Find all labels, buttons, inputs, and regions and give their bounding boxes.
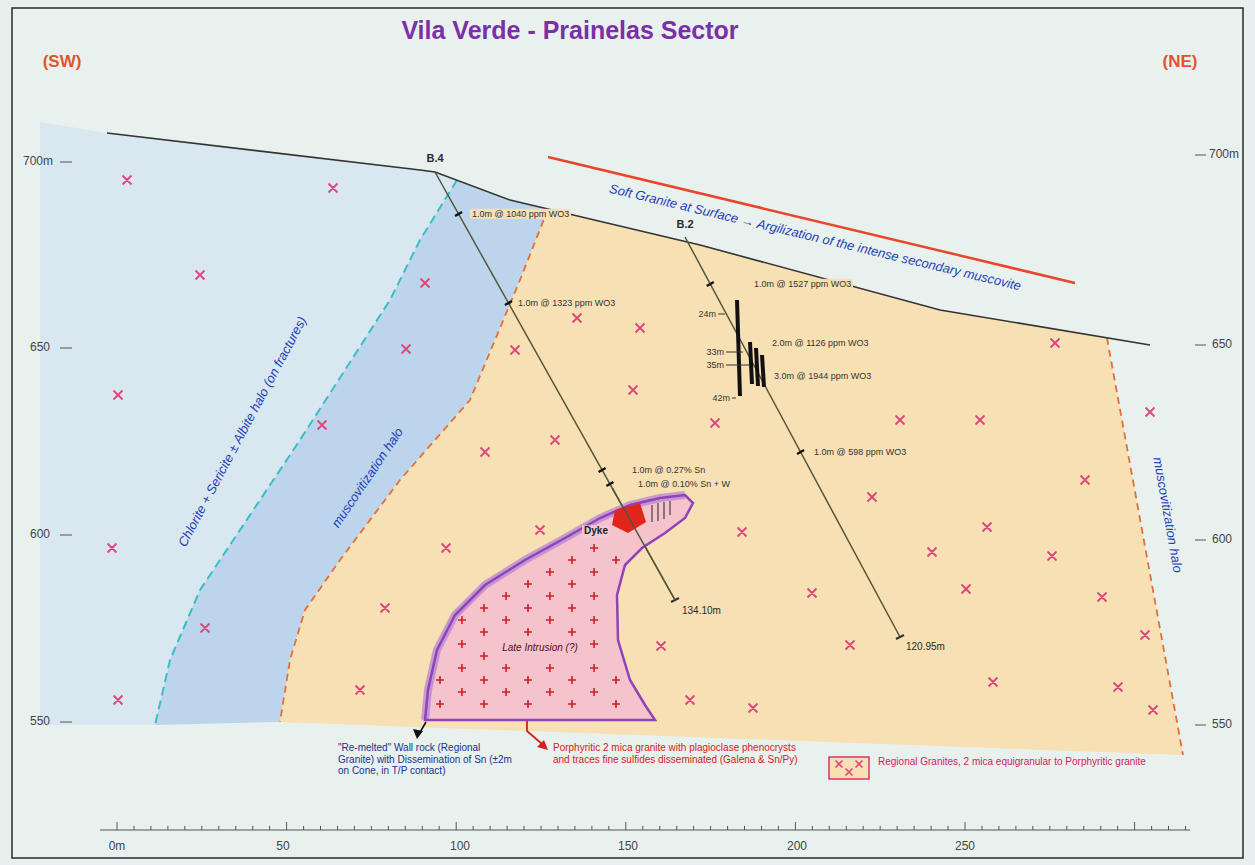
assay-tick	[455, 212, 804, 486]
muscovitization-zone	[280, 209, 1183, 755]
intrusion-body: Late Intrusion (?)	[420, 488, 700, 725]
elevation-label: 550	[1212, 718, 1232, 732]
assay-interval: 1.0m @ 0.27% Sn	[630, 465, 707, 475]
halo-boundary-dashed	[155, 180, 457, 725]
assay-interval: 1.0m @ 1323 ppm WO3	[516, 298, 617, 308]
assay-interval: 1.0m @ 1527 ppm WO3	[752, 279, 853, 289]
pointer-bracket	[519, 718, 542, 744]
intrusion-label: Late Intrusion (?)	[500, 642, 580, 654]
legend-row: Regional Granites, 2 mica equigranular t…	[828, 756, 1163, 780]
legend-swatch-symbol	[836, 761, 863, 776]
hole-depth: 134.10m	[682, 605, 721, 617]
drill-hole	[435, 172, 675, 600]
distance-label: 0m	[109, 840, 126, 854]
mineralised-interval	[737, 300, 764, 396]
dyke-label: Dyke	[582, 525, 610, 537]
direction-label: (NE)	[1163, 52, 1198, 72]
wall-rock-note: "Re-melted" Wall rock (Regional Granite)…	[338, 742, 516, 777]
assay-interval: 3.0m @ 1944 ppm WO3	[772, 371, 873, 381]
drill-hole-name: B.2	[676, 218, 693, 231]
depth-label: 35m	[706, 360, 724, 370]
distance-label: 50	[276, 840, 289, 854]
depth-label: 42m	[712, 393, 730, 403]
surface-note: Soft Granite at Surface → Argilization o…	[608, 182, 1023, 295]
hole-end-cap	[896, 635, 904, 639]
soft-granite-line	[548, 157, 1075, 283]
intrusion-border	[425, 495, 693, 720]
depth-label: 24m	[698, 309, 716, 319]
distance-label: 200	[787, 840, 807, 854]
regional-granite-symbol	[108, 176, 1158, 715]
legend: Regional Granites, 2 mica equigranular t…	[828, 756, 1163, 780]
intrusion-note: Porphyritic 2 mica granite with plagiocl…	[553, 742, 798, 765]
halo-label: muscovitization halo	[1149, 456, 1184, 574]
pointer-arrowhead	[413, 729, 423, 739]
drill-hole-name: B.4	[426, 152, 443, 165]
assay-interval: 1.0m @ 0.10% Sn + W	[636, 479, 732, 489]
intrusion-symbols	[436, 544, 620, 708]
elevation-label: 600	[30, 528, 50, 542]
elevation-label: 550	[30, 715, 50, 729]
depth-label: 33m	[706, 347, 724, 357]
distance-label: 150	[618, 840, 638, 854]
pointer-arrowhead	[537, 740, 548, 750]
diagram-title: Vila Verde - Prainelas Sector	[401, 16, 738, 45]
legend-text: Regional Granites, 2 mica equigranular t…	[878, 756, 1163, 768]
drill-hole	[435, 488, 675, 600]
intrusion-outline	[420, 488, 700, 725]
granite-symbols	[108, 176, 1158, 715]
axis-ticks	[60, 155, 1206, 830]
axis-line	[60, 155, 1206, 830]
legend-swatch	[828, 756, 870, 780]
assay-interval: 1.0m @ 1040 ppm WO3	[470, 209, 571, 219]
assay-interval: 1.0m @ 598 ppm WO3	[812, 447, 908, 457]
elevation-label: 700m	[23, 155, 53, 169]
ground-surface	[107, 133, 1150, 345]
halo-label: muscovitization halo	[329, 425, 407, 530]
hole-depth: 120.95m	[906, 641, 945, 653]
elevation-label: 650	[1212, 338, 1232, 352]
distance-label: 250	[955, 840, 975, 854]
distance-label: 100	[450, 840, 470, 854]
halo-label: Chlorite + Sericite ± Albite halo (on fr…	[176, 314, 311, 549]
direction-label: (SW)	[43, 52, 82, 72]
intrusion-fill	[425, 495, 693, 720]
legend-swatch-box	[829, 757, 869, 779]
paper-frame	[12, 8, 1243, 858]
elevation-label: 700m	[1209, 148, 1239, 162]
elevation-label: 600	[1212, 533, 1232, 547]
elevation-label: 650	[30, 341, 50, 355]
assay-interval: 2.0m @ 1126 ppm WO3	[770, 338, 871, 348]
vein-hatching	[652, 501, 670, 522]
porphyry-symbol	[436, 544, 620, 708]
drill-hole	[685, 237, 900, 637]
